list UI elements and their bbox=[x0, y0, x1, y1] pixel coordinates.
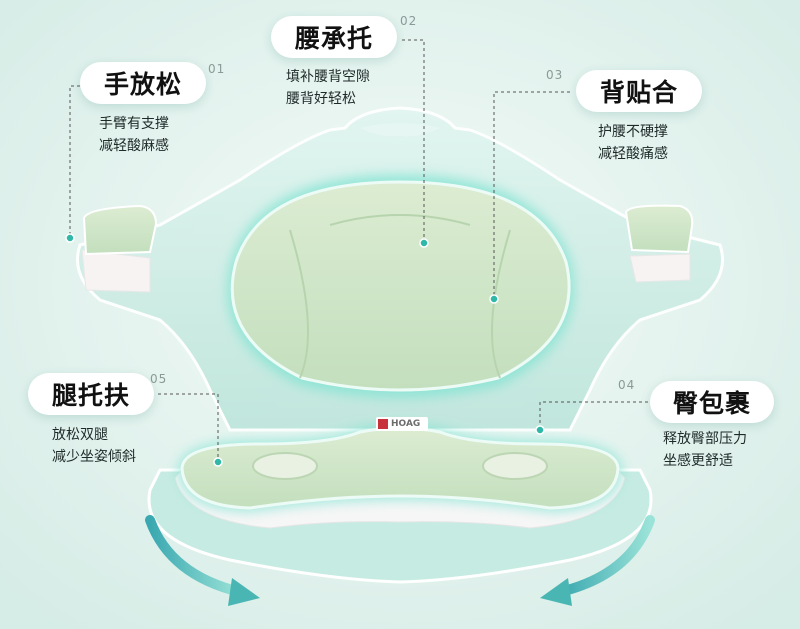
callout-02-title: 腰承托 bbox=[271, 16, 397, 58]
seat-cushion bbox=[180, 426, 620, 510]
callout-05-number: 05 bbox=[150, 372, 168, 386]
callout-01-title: 手放松 bbox=[80, 62, 206, 104]
arm-pad-right bbox=[624, 204, 694, 283]
callout-05-title: 腿托扶 bbox=[28, 373, 154, 415]
callout-04-description: 释放臀部压力 坐感更舒适 bbox=[663, 431, 747, 469]
callout-03-title: 背贴合 bbox=[576, 70, 702, 112]
lumbar-cushion bbox=[230, 180, 571, 392]
callout-04-title: 臀包裹 bbox=[650, 381, 774, 423]
callout-02-description: 填补腰背空隙 腰背好轻松 bbox=[286, 69, 370, 107]
arm-pad-left bbox=[81, 204, 158, 293]
callout-01-description: 手臂有支撑 减轻酸麻感 bbox=[99, 116, 169, 154]
callout-04-number: 04 bbox=[618, 378, 636, 392]
callout-03-description: 护腰不硬撑 减轻酸痛感 bbox=[598, 124, 668, 162]
callout-03-number: 03 bbox=[546, 68, 564, 82]
curved-arrow-right-icon bbox=[540, 515, 655, 606]
leader-dots bbox=[65, 233, 545, 467]
brand-text: HOAG bbox=[391, 419, 421, 429]
callout-05-description: 放松双腿 减少坐姿倾斜 bbox=[52, 427, 136, 465]
brand-logo-icon bbox=[378, 419, 388, 429]
curved-arrow-left-icon bbox=[145, 515, 260, 606]
leader-lines bbox=[69, 39, 648, 462]
callout-02-number: 02 bbox=[400, 14, 418, 28]
brand-label: HOAG bbox=[376, 417, 428, 431]
callout-01-number: 01 bbox=[208, 62, 226, 76]
